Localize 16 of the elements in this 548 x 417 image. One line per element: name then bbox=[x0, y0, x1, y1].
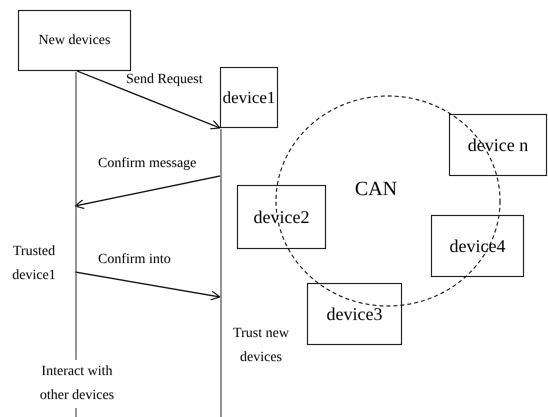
device-box bbox=[431, 215, 524, 277]
device-box bbox=[449, 114, 547, 176]
device-label: device4 bbox=[450, 237, 506, 255]
device-label: device3 bbox=[326, 305, 382, 323]
arrow bbox=[74, 175, 220, 210]
arrow bbox=[74, 271, 221, 300]
arrow bbox=[76, 70, 221, 130]
edge-label: Send Request bbox=[125, 73, 204, 87]
network-label: CAN bbox=[354, 179, 398, 199]
device-label: device1 bbox=[222, 89, 276, 106]
device-label: New devices bbox=[38, 34, 110, 48]
device-label: device2 bbox=[254, 208, 310, 226]
device-box bbox=[237, 185, 326, 249]
device-box bbox=[307, 283, 402, 345]
edge-label: Confirm message bbox=[97, 157, 198, 171]
device-label: device n bbox=[468, 136, 528, 154]
